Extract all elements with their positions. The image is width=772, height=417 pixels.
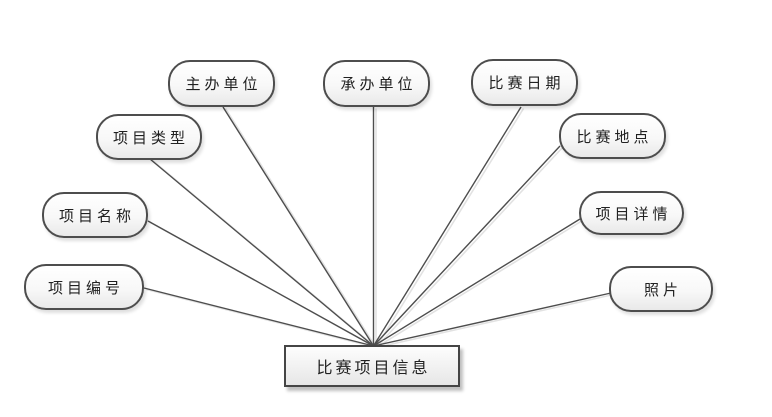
- edge-project-type: [149, 158, 374, 347]
- edge-photo: [373, 292, 612, 347]
- attribute-node-competition-venue: 比赛地点: [559, 113, 666, 159]
- attribute-label: 照片: [643, 280, 682, 299]
- edge-group: [143, 106, 612, 347]
- attribute-node-photo: 照片: [609, 266, 713, 312]
- attribute-label: 承办单位: [340, 75, 417, 93]
- attribute-label: 项目详情: [595, 204, 672, 223]
- edge-project-details: [373, 218, 581, 347]
- entity-node-competition-project-info: 比赛项目信息: [284, 345, 460, 387]
- attribute-node-organizer-unit: 承办单位: [323, 60, 430, 107]
- attribute-label: 主办单位: [185, 75, 262, 93]
- edge-shadow-group: [146, 108, 614, 349]
- edge-project-name: [147, 220, 374, 347]
- attribute-node-project-details: 项目详情: [579, 191, 684, 235]
- attribute-label: 项目名称: [58, 206, 135, 225]
- edge-host-unit: [222, 106, 375, 347]
- attribute-node-project-name: 项目名称: [42, 192, 148, 238]
- edge-competition-venue: [372, 145, 561, 347]
- entity-label: 比赛项目信息: [316, 358, 431, 377]
- attribute-label: 比赛地点: [576, 127, 653, 146]
- attribute-label: 比赛日期: [488, 74, 565, 92]
- attribute-label: 项目编号: [47, 278, 124, 297]
- attribute-node-competition-date: 比赛日期: [471, 59, 578, 106]
- attribute-node-project-number: 项目编号: [24, 264, 144, 310]
- attribute-node-project-type: 项目类型: [96, 114, 202, 160]
- edge-competition-date: [372, 106, 522, 347]
- attribute-node-host-unit: 主办单位: [168, 60, 275, 107]
- attribute-label: 项目类型: [112, 128, 189, 147]
- edge-project-number: [143, 287, 374, 347]
